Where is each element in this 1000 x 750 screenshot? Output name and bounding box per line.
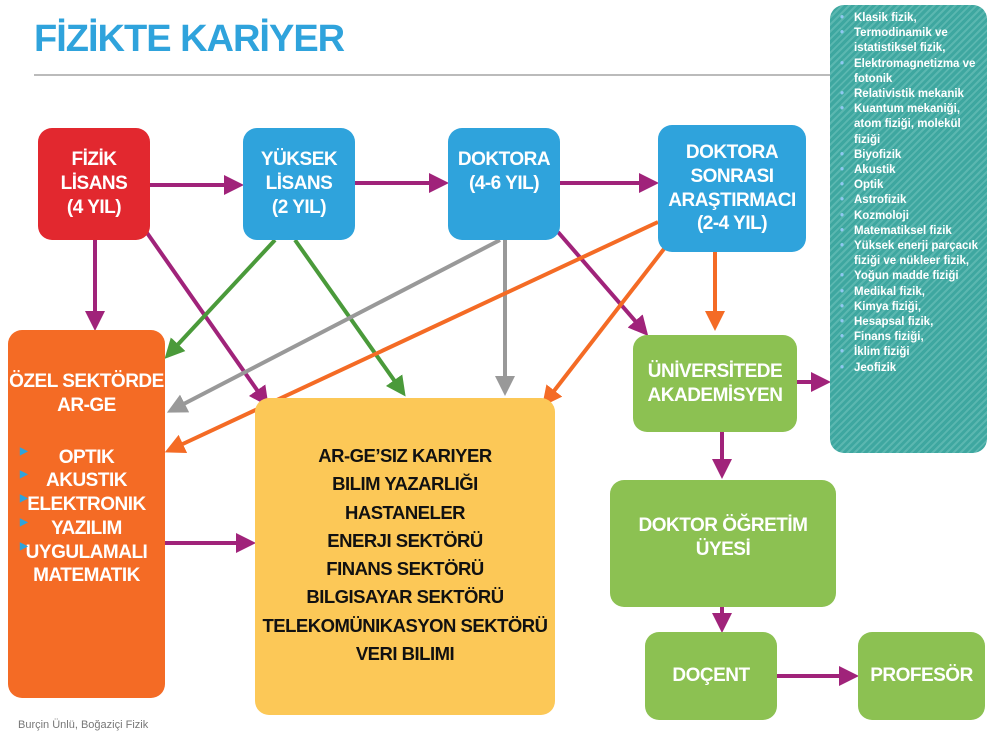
box-line: FINANS SEKTÖRÜ [326, 558, 484, 580]
footer-credit: Burçin Ünlü, Boğaziçi Fizik [18, 719, 149, 731]
docent-box: DOÇENT [645, 632, 777, 720]
page-title: FİZİKTE KARİYER [34, 18, 345, 60]
arrow-doktora-ozel [166, 238, 501, 413]
field-item: Yüksek enerji parçacık fiziği ve nükleer… [838, 239, 983, 269]
field-item: Kimya fiziği, [838, 300, 983, 315]
box-line: AR-GE [57, 394, 116, 416]
box-line: LİSANS [265, 173, 333, 195]
list-item: ▶ YAZILIM [8, 517, 165, 541]
field-item: Relativistik mekanik [838, 87, 983, 102]
list-item: ▶ELEKTRONIK [8, 493, 165, 517]
field-item: Astrofizik [838, 193, 983, 208]
list-item: MATEMATIK [8, 564, 165, 588]
doktor-ogretim-uyesi-box: DOKTOR ÖĞRETİM ÜYESİ [610, 480, 836, 607]
box-line: (4 YIL) [66, 196, 122, 218]
bullet-icon: ▶ [20, 445, 28, 457]
bullet-icon: ▶ [20, 469, 28, 481]
box-line: HASTANELER [344, 501, 466, 523]
field-item: Kuantum mekaniği, atom fiziği, molekül f… [838, 102, 983, 148]
list-item: ▶ AKUSTIK [8, 469, 165, 493]
arrow-postdoc-ozel [164, 220, 659, 453]
profesor-box: PROFESÖR [858, 632, 985, 720]
item-text: UYGULAMALI [25, 541, 148, 563]
item-text: YAZILIM [51, 517, 122, 539]
box-line: (2-4 YIL) [696, 213, 768, 235]
bullet-icon: ▶ [20, 493, 28, 504]
box-line: ENERJI SEKTÖRÜ [327, 529, 483, 551]
physics-fields-panel: Klasik fizik,Termodinamik ve istatistiks… [830, 5, 987, 453]
field-item: Medikal fizik, [838, 285, 983, 300]
doktora-box: DOKTORA(4-6 YIL) [448, 128, 560, 240]
argesiz-kariyer-box: AR-GE’SIZ KARIYER BILIM YAZARLIĞI HASTANEL… [255, 398, 555, 715]
item-text: AKUSTIK [46, 470, 127, 492]
field-item: Biyofizik [838, 148, 983, 163]
box-line: DOKTORA [457, 149, 551, 170]
box-line: YÜKSEK [260, 149, 338, 171]
field-item: Klasik fizik, [838, 11, 983, 26]
box-line: AR-GE’SIZ KARIYER [318, 445, 492, 466]
item-text: OPTIK [58, 446, 115, 468]
box-line: VERI BILIMI [355, 643, 455, 665]
box-line: BILIM YAZARLIĞI [332, 473, 478, 495]
item-text: MATEMATIK [33, 565, 140, 587]
box-line: ÖZEL SEKTÖRDE [9, 371, 164, 392]
field-item: Jeofizik [838, 361, 983, 376]
field-item: İklim fiziği [838, 345, 983, 360]
arrow-yl-argesiz [293, 238, 406, 397]
list-item: ▶ OPTIK [8, 446, 165, 470]
field-item: Akustik [838, 163, 983, 178]
item-text: ELEKTRONIK [27, 494, 146, 515]
box-line: PROFESÖR [870, 665, 973, 687]
title-divider [34, 74, 830, 76]
field-item: Yoğun madde fiziği [838, 269, 983, 284]
field-item: Finans fiziği, [838, 330, 983, 345]
arrow-doktora-akademi [556, 230, 649, 337]
box-line: BILGISAYAR SEKTÖRÜ [306, 586, 504, 608]
arrow-postdoc-argesiz [542, 243, 669, 407]
list-item: ▶UYGULAMALI [8, 541, 165, 565]
box-line: (2 YIL) [271, 196, 327, 218]
box-line: SONRASI [690, 165, 774, 187]
field-item: Hesapsal fizik, [838, 315, 983, 330]
box-line: ARAŞTIRMACI [668, 189, 796, 211]
box-line: DOKTORA [685, 142, 779, 163]
field-item: Termodinamik ve istatistiksel fizik, [838, 26, 983, 56]
bullet-icon: ▶ [20, 516, 28, 528]
box-line: FİZİK [71, 149, 118, 171]
field-item: Matematiksel fizik [838, 224, 983, 239]
arrow-yl-ozel [164, 238, 277, 359]
box-line: DOKTOR ÖĞRETİM ÜYESİ [638, 515, 808, 560]
box-line: TELEKOMÜNIKASYON SEKTÖRÜ [262, 614, 548, 636]
field-item: Optik [838, 178, 983, 193]
box-line: (4-6 YIL) [468, 172, 540, 194]
field-item: Elektromagnetizma ve fotonik [838, 57, 983, 87]
box-line: AKADEMİSYEN [647, 384, 783, 406]
bullet-icon: ▶ [20, 540, 28, 552]
box-line: ÜNİVERSİTEDE [647, 360, 783, 382]
field-item: Kozmoloji [838, 209, 983, 224]
box-line: LİSANS [60, 173, 128, 195]
box-line: DOÇENT [672, 665, 750, 687]
